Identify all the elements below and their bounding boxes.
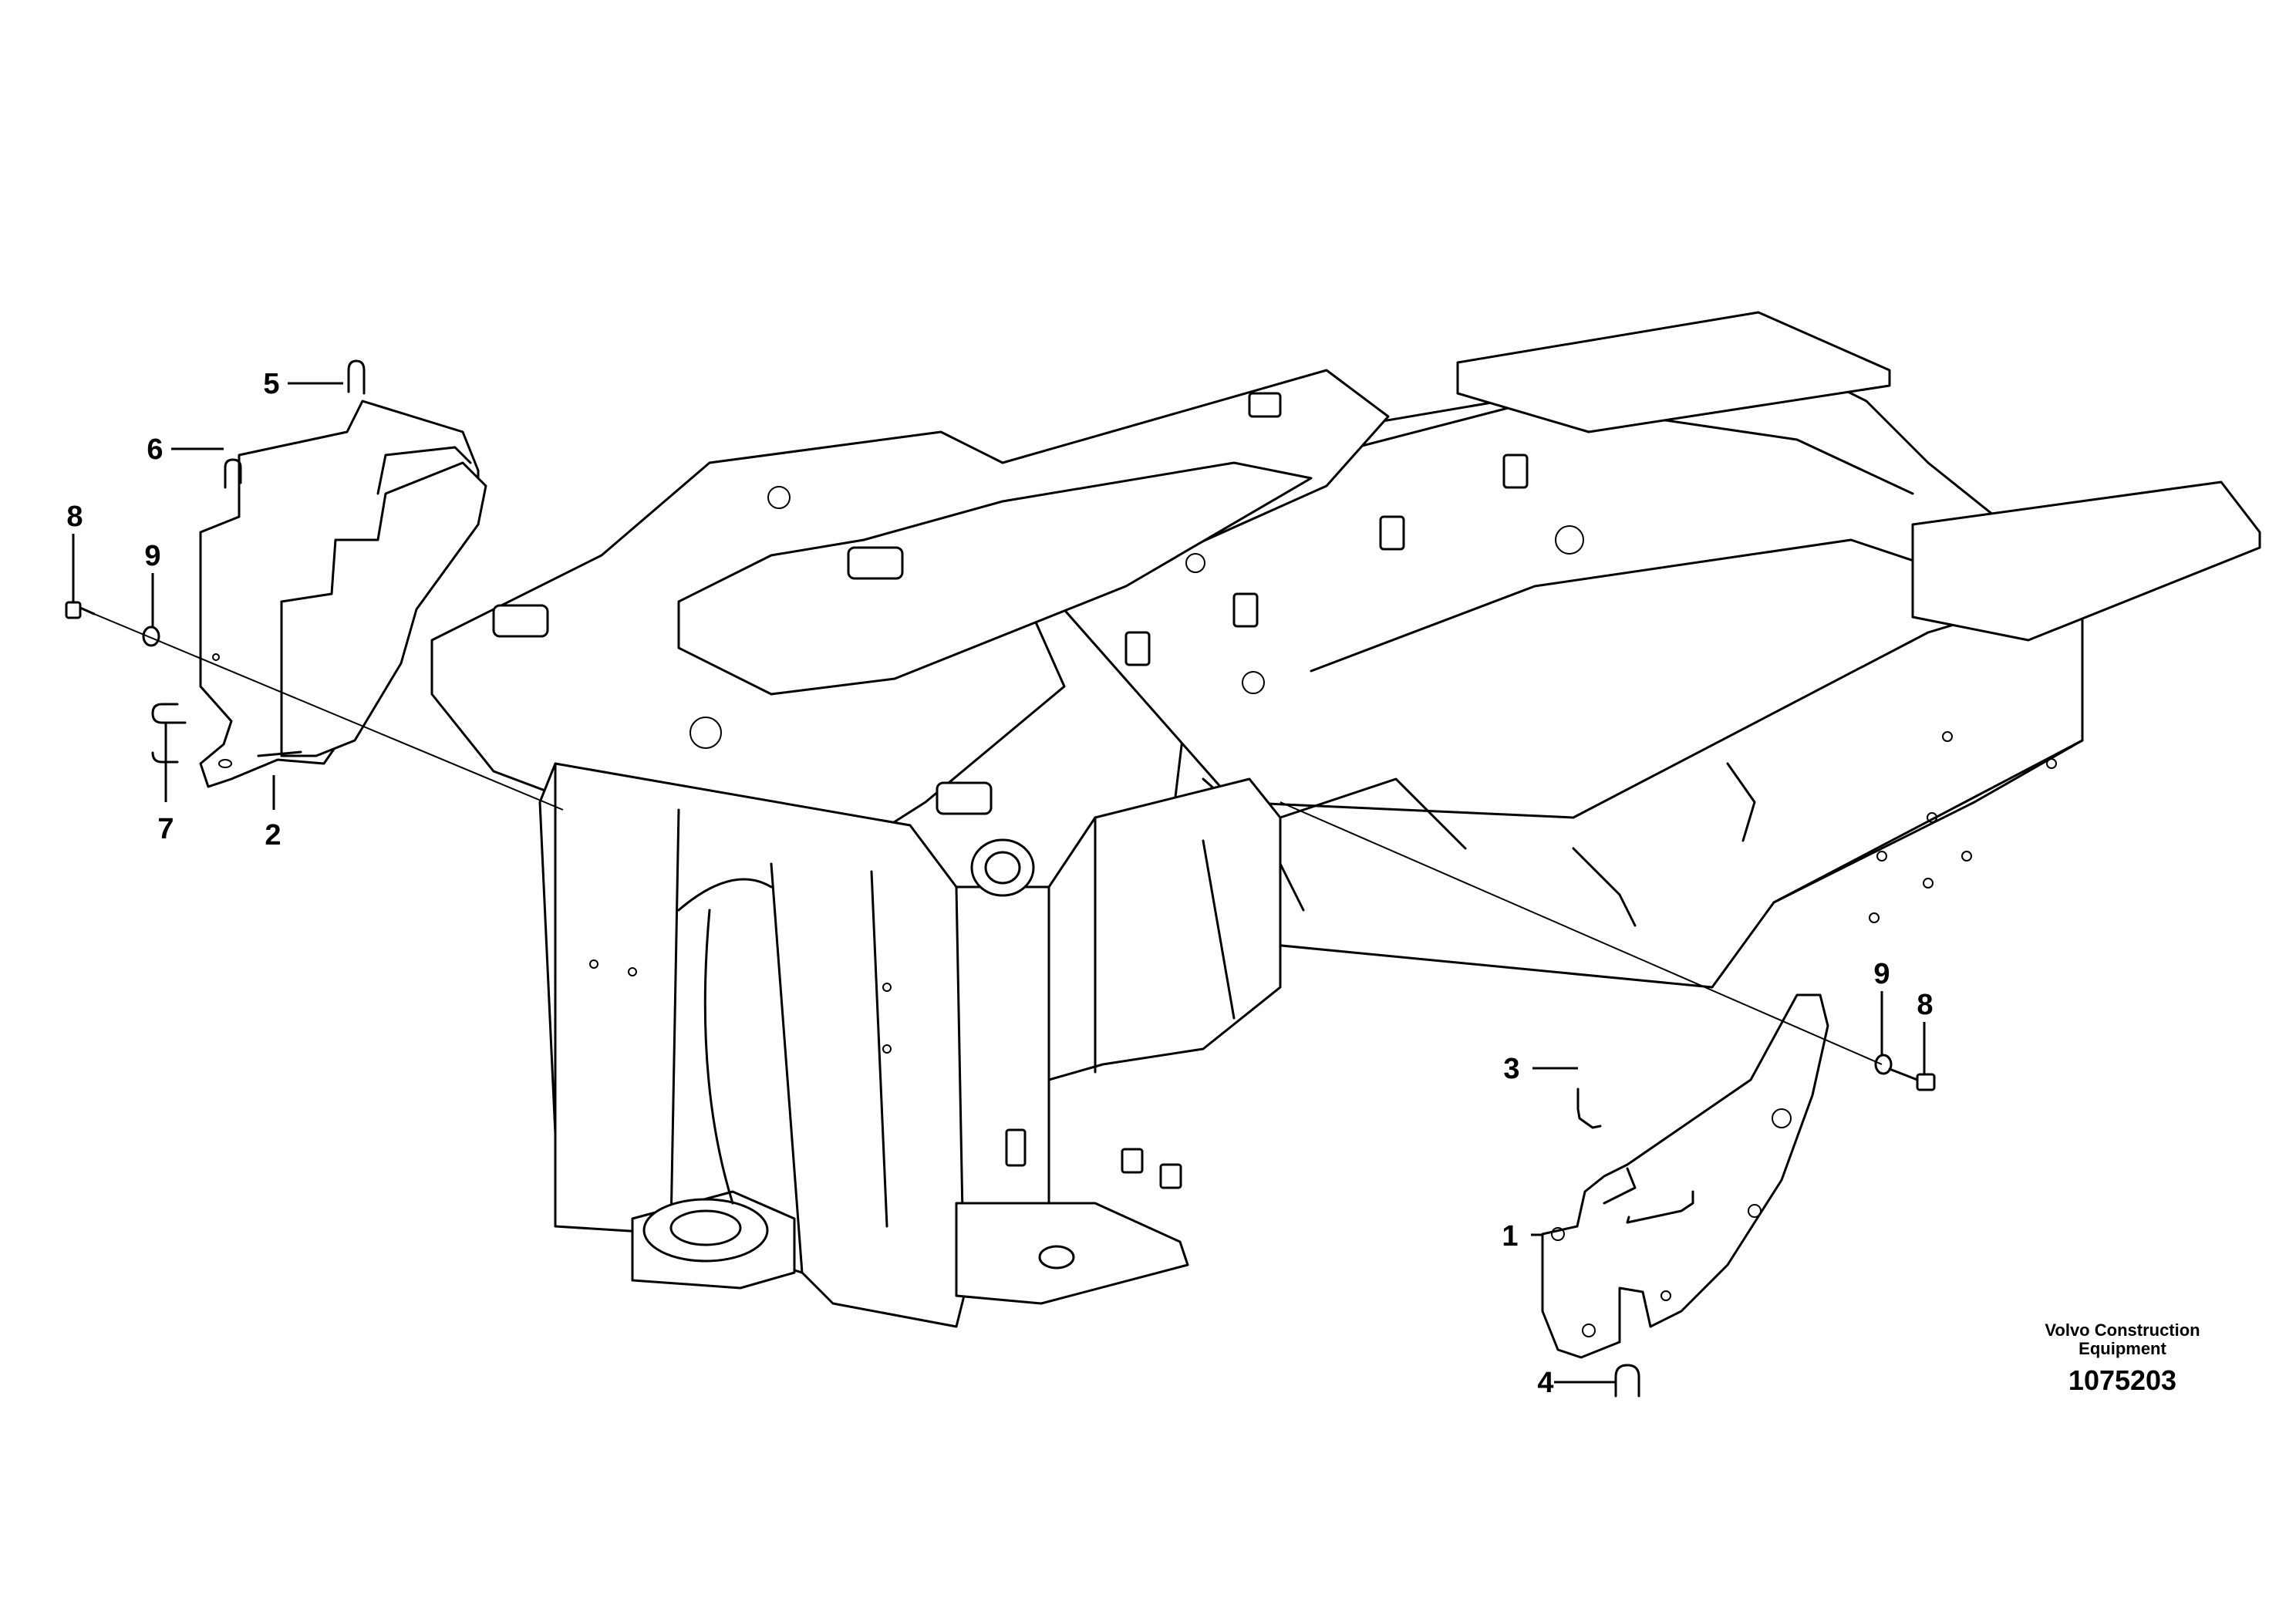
right-shield-part-1 (1541, 993, 1829, 1359)
manufacturer-line-1: Volvo Construction (2045, 1320, 2200, 1340)
illustration-number: 1075203 (2068, 1364, 2176, 1396)
callout-5: 5 (263, 368, 279, 400)
clip-part-4 (1614, 1364, 1640, 1398)
callout-4: 4 (1537, 1367, 1553, 1399)
bolt-part-8-left (65, 601, 96, 619)
callout-9-left: 9 (144, 540, 160, 572)
bolt-part-8-right (1888, 1067, 1936, 1091)
callout-3: 3 (1503, 1053, 1519, 1085)
clip-part-3 (1576, 1088, 1602, 1129)
callout-9-right: 9 (1873, 958, 1890, 990)
manufacturer-line-2: Equipment (2079, 1339, 2166, 1358)
callout-8-right: 8 (1917, 989, 1933, 1021)
washer-part-9-right (1874, 1054, 1893, 1075)
hardware-parts (65, 359, 1936, 1398)
callout-7: 7 (157, 813, 174, 845)
callout-labels: 1 2 3 4 5 6 7 8 9 8 9 (66, 368, 1933, 1399)
washer-part-9-left (142, 626, 160, 647)
leader-lines (72, 382, 1926, 1384)
assembly-lines (93, 613, 1883, 1065)
title-block: Volvo Construction Equipment 1075203 (2045, 1320, 2200, 1396)
left-shield-part-2 (199, 400, 487, 788)
callout-6: 6 (147, 433, 163, 466)
clip-part-6 (224, 458, 242, 489)
clip-part-7 (151, 703, 187, 764)
callout-8-left: 8 (66, 501, 83, 533)
chassis-frame (430, 311, 2261, 1328)
callout-1: 1 (1502, 1220, 1518, 1253)
callout-2: 2 (265, 819, 281, 851)
clip-part-5 (347, 359, 366, 395)
